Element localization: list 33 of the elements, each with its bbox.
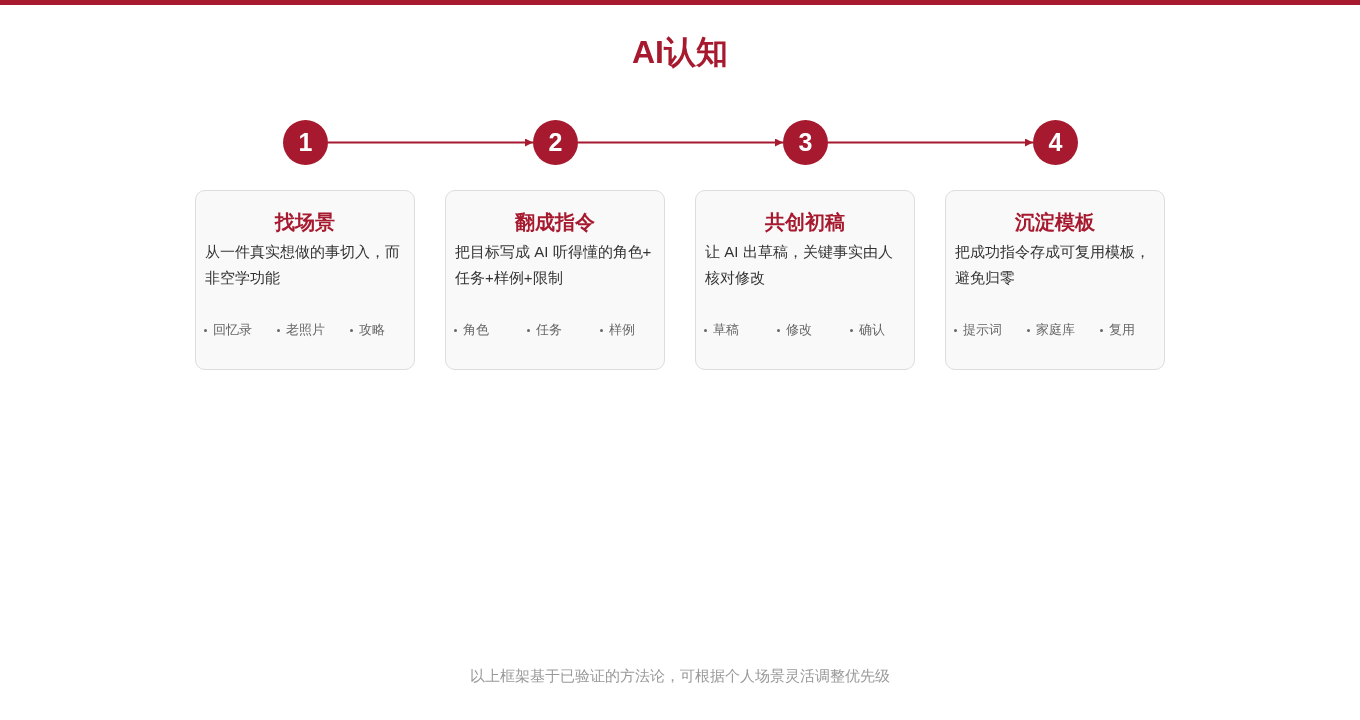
step-number-circle: 3 [783,120,828,165]
step-card [195,190,415,370]
list-item: 角色 [463,321,489,339]
step-card [445,190,665,370]
step-card [695,190,915,370]
list-item: 提示词 [963,321,1002,339]
list-item: 任务 [536,321,562,339]
card-heading: 沉淀模板 [1014,210,1096,235]
card-heading: 翻成指令 [514,210,596,235]
step-card [945,190,1165,370]
card-text: 把成功指令存成可复用模板，避免归零 [955,242,1151,288]
list-item: 草稿 [713,321,739,339]
list-item: 家庭库 [1036,321,1075,339]
title: AI认知 [631,33,729,72]
list-item: 老照片 [286,321,325,339]
card-heading: 共创初稿 [764,210,846,235]
caption: 以上框架基于已验证的方法论，可根据个人场景灵活调整优先级 [469,666,891,686]
card-text: 从一件真实想做的事切入，而非空学功能 [205,242,401,288]
arrow [827,138,1034,147]
list-item: 确认 [859,321,885,339]
list-item: 修改 [786,321,812,339]
list-item: 攻略 [359,321,385,339]
list-item: 复用 [1109,321,1135,339]
step-number-circle: 2 [533,120,578,165]
list-item: 样例 [609,321,635,339]
step-number-circle: 4 [1033,120,1078,165]
card-text: 让 AI 出草稿，关键事实由人核对修改 [705,242,894,288]
card-text: 把目标写成 AI 听得懂的角色+任务+样例+限制 [455,242,653,288]
arrow [577,138,784,147]
step-number-circle: 1 [283,120,328,165]
list-item: 回忆录 [213,321,252,339]
arrow [327,138,534,147]
card-heading: 找场景 [273,210,336,235]
